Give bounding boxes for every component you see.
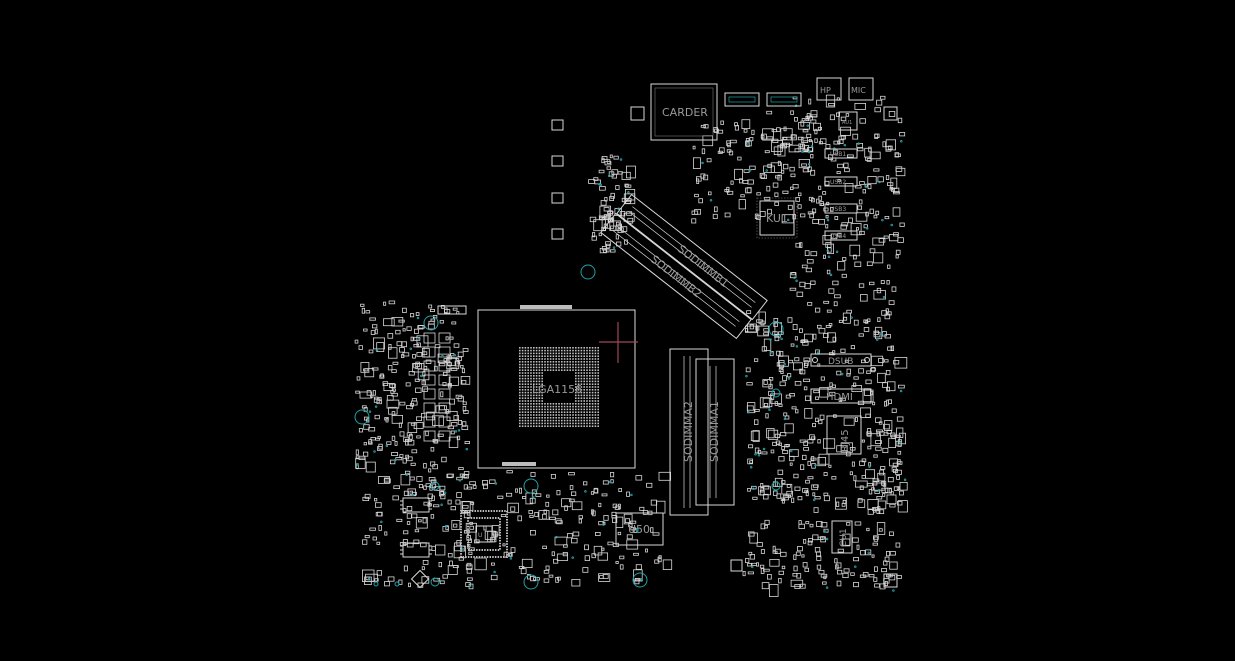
audio-jack-mic-label: MIC (851, 86, 866, 95)
rj45-label: RJ45 (840, 429, 851, 452)
audio-jack-hp-label: HP (820, 86, 831, 95)
chip-u50-label: U50 (628, 523, 650, 536)
chip-cu1[interactable]: CU1 (831, 520, 853, 554)
mounting-pads (551, 106, 898, 588)
audio-codec-label: AU1 (842, 120, 852, 126)
usb-header-1[interactable]: USB1 (824, 148, 858, 159)
chip-cu1-label: CU1 (839, 528, 849, 547)
card-reader-label: CARDER (662, 106, 708, 119)
chip-qfn-label: U (478, 532, 482, 539)
sodimm-a1-slot[interactable]: SODIMMA1 (695, 358, 735, 506)
cpu-socket[interactable]: LGA1156 (477, 305, 638, 469)
sodimm-a2-label: SODIMMA2 (682, 401, 695, 462)
smd-components (354, 94, 908, 597)
diamond-component (410, 569, 430, 589)
audio-jack-mic[interactable]: MIC (848, 77, 874, 101)
usb-header-4[interactable]: USB4 (824, 230, 858, 241)
hdmi-label: HDMI (826, 392, 853, 403)
chip-ku1-label: KU1 (766, 212, 788, 225)
usb-header-3[interactable]: USB3 (824, 203, 858, 214)
chip-qfn-bottom[interactable]: U (460, 510, 508, 558)
audio-codec[interactable]: AU1 (838, 111, 858, 131)
sodimm-a2-slot[interactable]: SODIMMA2 (669, 348, 709, 516)
dsub-connector[interactable]: DSUB (810, 353, 872, 367)
connector-top-right[interactable] (766, 92, 802, 107)
chip-left-upper[interactable] (400, 497, 432, 513)
socket-pin-row (502, 462, 536, 466)
socket-pin-row (520, 305, 572, 309)
cpu-socket-label: LGA1156 (532, 383, 582, 396)
card-reader[interactable]: CARDER (650, 83, 718, 141)
usb-header-1-label: USB1 (830, 151, 846, 158)
sodimm-a1-label: SODIMMA1 (708, 401, 721, 462)
usb-header-4-label: USB4 (830, 233, 846, 240)
chip-ku1[interactable]: KU1 (756, 197, 798, 239)
chip-u50[interactable]: U50 (615, 512, 664, 546)
dsub-label: DSUB (828, 357, 853, 367)
usb-header-2[interactable]: USB2 (824, 176, 858, 187)
vias (356, 104, 907, 592)
rj45-connector[interactable]: RJ45 (826, 415, 862, 455)
crosshair-marker (599, 322, 638, 363)
cpu-socket-pads (519, 347, 599, 427)
audio-jack-hp[interactable]: HP (816, 77, 842, 101)
header-top-left[interactable] (437, 305, 467, 315)
large-vias (354, 264, 784, 590)
usb-header-2-label: USB2 (830, 179, 846, 186)
hdmi-connector[interactable]: HDMI (810, 388, 872, 404)
chip-left-lower[interactable] (400, 542, 432, 558)
usb-header-3-label: USB3 (830, 206, 846, 213)
connector-top-left[interactable] (724, 92, 760, 107)
